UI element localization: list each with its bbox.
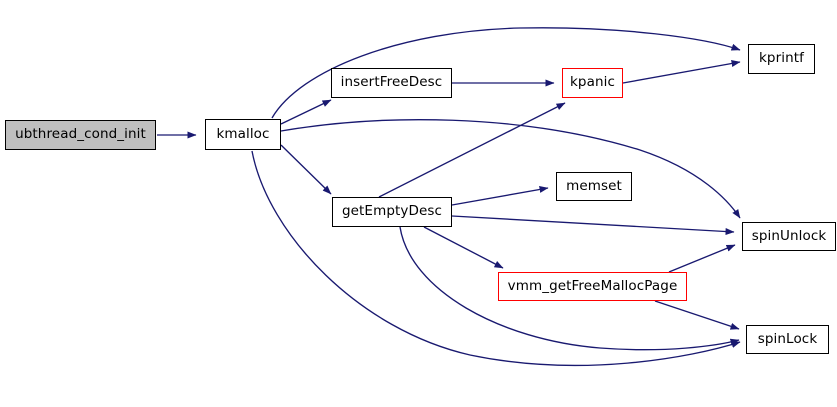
node-memset[interactable]: memset xyxy=(556,172,632,201)
node-kprintf[interactable]: kprintf xyxy=(748,44,815,74)
edge-kpanic-kprintf xyxy=(622,60,741,84)
node-label-spinLock: spinLock xyxy=(757,330,818,347)
node-label-kpanic: kpanic xyxy=(570,74,615,91)
edge-kmalloc-kprintf xyxy=(271,27,741,119)
node-label-getEmptyDesc: getEmptyDesc xyxy=(341,203,443,220)
edge-getEmptyDesc-vmm_getFreeMallocPage xyxy=(423,226,504,269)
node-label-kmalloc: kmalloc xyxy=(216,125,270,142)
edge-kmalloc-spinUnlock xyxy=(280,119,741,219)
edge-vmm_getFreeMallocPage-spinUnlock xyxy=(668,244,736,273)
node-label-insertFreeDesc: insertFreeDesc xyxy=(340,74,443,91)
node-label-vmm_getFreeMallocPage: vmm_getFreeMallocPage xyxy=(507,277,678,294)
node-insertFreeDesc[interactable]: insertFreeDesc xyxy=(331,68,452,98)
node-kpanic[interactable]: kpanic xyxy=(562,68,623,98)
node-label-memset: memset xyxy=(566,177,622,194)
edge-vmm_getFreeMallocPage-spinLock xyxy=(654,300,740,330)
node-spinUnlock[interactable]: spinUnlock xyxy=(742,222,836,251)
node-spinLock[interactable]: spinLock xyxy=(746,325,829,354)
node-ubthread_cond_init[interactable]: ubthread_cond_init xyxy=(5,120,156,150)
node-kmalloc[interactable]: kmalloc xyxy=(205,119,281,150)
node-label-ubthread_cond_init: ubthread_cond_init xyxy=(15,126,146,143)
node-vmm_getFreeMallocPage[interactable]: vmm_getFreeMallocPage xyxy=(498,272,687,301)
edge-getEmptyDesc-spinUnlock xyxy=(451,215,735,236)
edge-getEmptyDesc-memset xyxy=(451,186,549,206)
node-getEmptyDesc[interactable]: getEmptyDesc xyxy=(332,197,452,227)
edge-kmalloc-spinLock xyxy=(251,150,741,367)
node-label-kprintf: kprintf xyxy=(759,50,804,67)
node-label-spinUnlock: spinUnlock xyxy=(751,227,827,244)
edge-kmalloc-insertFreeDesc xyxy=(280,99,332,125)
edge-getEmptyDesc-spinLock xyxy=(399,226,740,351)
edge-getEmptyDesc-kpanic xyxy=(378,102,566,198)
edge-kmalloc-getEmptyDesc xyxy=(280,144,332,195)
